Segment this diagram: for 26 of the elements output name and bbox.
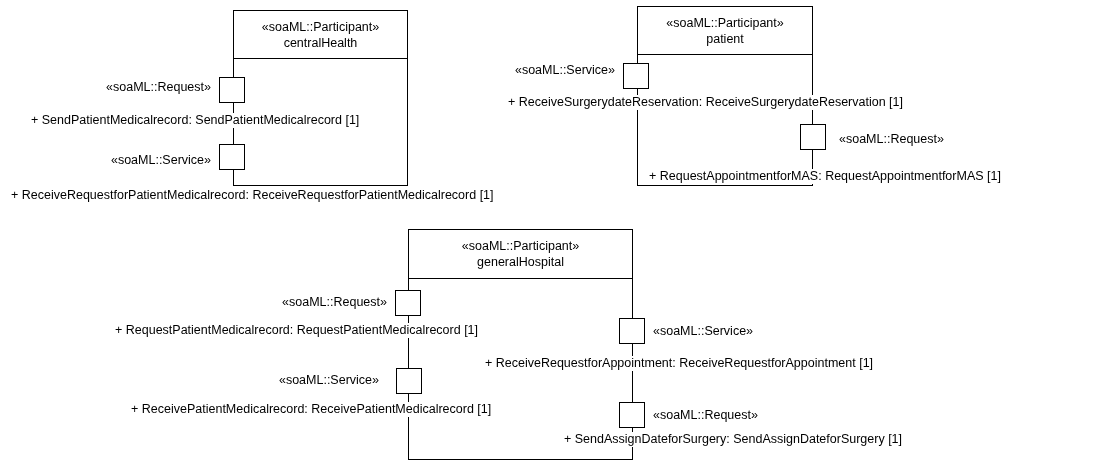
port-square [800, 124, 826, 150]
port-property-label: + ReceivePatientMedicalrecord: ReceivePatientMedicalrecord [1] [130, 402, 493, 417]
stereotype-label: «soaML::Participant» [461, 238, 580, 254]
participant-name: centralHealth [283, 34, 358, 51]
port-square [219, 77, 245, 103]
stereotype-label: «soaML::Request» [838, 132, 945, 147]
port-property-label: + SendAssignDateforSurgery: SendAssignDateforSurgery [1] [563, 432, 904, 447]
stereotype-label: «soaML::Participant» [261, 18, 380, 35]
participant-name: patient [706, 30, 744, 47]
port-square [619, 402, 645, 428]
port-property-label: + ReceiveSurgerydateReservation: ReceiveSurgerydateReservation [1] [507, 95, 904, 110]
port-square [219, 144, 245, 170]
port-square [396, 368, 422, 394]
port-property-label: + RequestPatientMedicalrecord: RequestPatientMedicalrecord [1] [114, 323, 480, 338]
port-property-label: + ReceiveRequestforPatientMedicalrecord: ReceiveRequestforPatientMedicalrecord [1] [10, 188, 495, 203]
port-square [623, 63, 649, 89]
stereotype-label: «soaML::Request» [105, 80, 212, 95]
stereotype-label: «soaML::Participant» [666, 14, 784, 31]
stereotype-label: «soaML::Request» [281, 295, 388, 310]
port-property-label: + RequestAppointmentforMAS: RequestAppointmentforMAS [1] [648, 169, 1002, 184]
participant-name: generalHospital [477, 254, 564, 270]
port-property-label: + ReceiveRequestforAppointment: ReceiveRequestforAppointment [1] [484, 356, 875, 371]
port-square [619, 318, 645, 344]
stereotype-label: «soaML::Request» [652, 408, 759, 423]
port-square [395, 290, 421, 316]
port-property-label: + SendPatientMedicalrecord: SendPatientMedicalrecord [1] [30, 113, 361, 128]
